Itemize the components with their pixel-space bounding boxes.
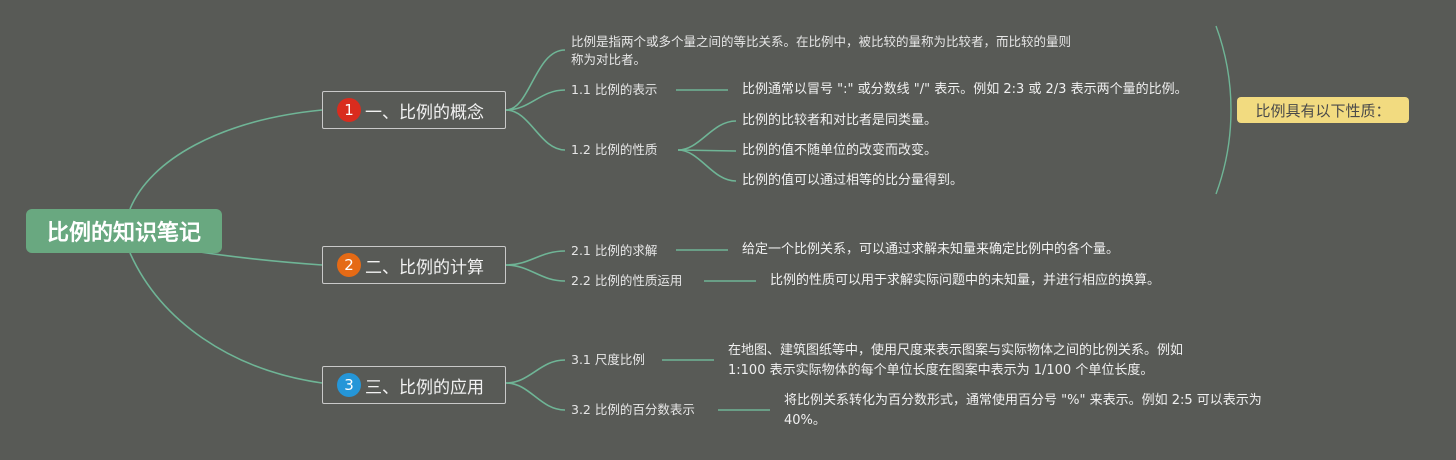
priority-3-badge: 3 [337, 373, 361, 397]
priority-1-badge: 1 [337, 98, 361, 122]
subtopic-1-2[interactable]: 1.2 比例的性质 [571, 142, 658, 157]
link-root-branch-3 [129, 252, 323, 384]
subtopic-2-2[interactable]: 2.2 比例的性质运用 [571, 273, 683, 288]
link-b1-sub1 [505, 89, 566, 111]
link-b1-intro [505, 49, 566, 111]
link-b2-sub1 [505, 250, 566, 266]
subtopic-2-1[interactable]: 2.1 比例的求解 [571, 243, 658, 258]
link-b3-sub1 [505, 359, 566, 384]
link-b1-sub2-leaf1 [677, 120, 737, 151]
summary-brace [1215, 25, 1232, 195]
link-b1-sub2-leaf2 [677, 149, 737, 152]
subtopic-3-2[interactable]: 3.2 比例的百分数表示 [571, 402, 695, 417]
leaf-1-2-b[interactable]: 比例的值不随单位的改变而改变。 [742, 143, 938, 158]
main-topic-application[interactable]: 3 三、比例的应用 [322, 366, 506, 404]
leaf-1-1-a[interactable]: 比例通常以冒号 ":" 或分数线 "/" 表示。例如 2:3 或 2/3 表示两… [742, 82, 1188, 97]
priority-2-badge: 2 [337, 253, 361, 277]
main-topic-label: 一、比例的概念 [365, 102, 484, 123]
link-b2-sub2 [505, 264, 566, 282]
leaf-1-2-a[interactable]: 比例的比较者和对比者是同类量。 [742, 113, 938, 128]
main-topic-calculation[interactable]: 2 二、比例的计算 [322, 246, 506, 284]
link-b3-sub2 [505, 382, 566, 411]
leaf-1-2-c[interactable]: 比例的值可以通过相等的比分量得到。 [742, 173, 964, 188]
subtopic-3-1[interactable]: 3.1 尺度比例 [571, 352, 645, 367]
main-topic-concept[interactable]: 1 一、比例的概念 [322, 91, 506, 129]
link-b1-sub2 [505, 109, 566, 151]
link-root-branch-2 [199, 251, 323, 266]
leaf-2-2-a[interactable]: 比例的性质可以用于求解实际问题中的未知量，并进行相应的换算。 [770, 273, 1161, 288]
leaf-3-2-a[interactable]: 将比例关系转化为百分数形式，通常使用百分号 "%" 来表示。例如 2:5 可以表… [784, 393, 1262, 428]
subtopic-1-1[interactable]: 1.1 比例的表示 [571, 82, 658, 97]
root-topic[interactable]: 比例的知识笔记 [26, 209, 222, 253]
main-topic-label: 二、比例的计算 [365, 257, 484, 278]
link-b1-sub2-leaf3 [677, 149, 737, 182]
concept-definition[interactable]: 比例是指两个或多个量之间的等比关系。在比例中，被比较的量称为比较者，而比较的量则… [571, 34, 1072, 67]
link-root-branch-1 [129, 109, 323, 210]
leaf-2-1-a[interactable]: 给定一个比例关系，可以通过求解未知量来确定比例中的各个量。 [742, 242, 1120, 257]
summary-label[interactable]: 比例具有以下性质： [1237, 97, 1409, 123]
leaf-3-1-a[interactable]: 在地图、建筑图纸等中，使用尺度来表示图案与实际物体之间的比例关系。例如 1:10… [728, 343, 1184, 378]
main-topic-label: 三、比例的应用 [365, 377, 484, 398]
